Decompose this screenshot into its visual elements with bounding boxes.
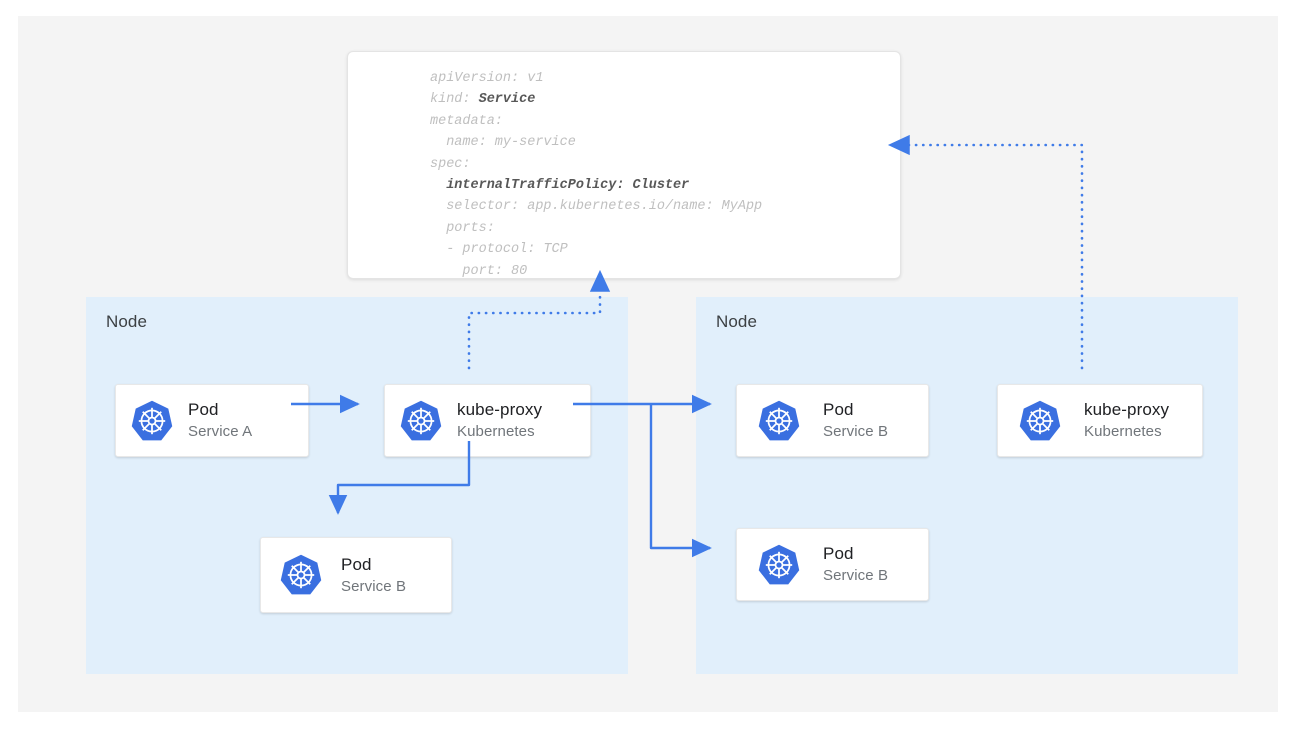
card-subtitle: Service B — [823, 423, 889, 440]
kubernetes-logo-icon — [758, 544, 800, 584]
card-pod-service-b-remote-bottom[interactable]: Pod Service B — [736, 528, 929, 601]
card-title: Pod — [823, 400, 854, 419]
card-title: Pod — [188, 400, 219, 419]
card-title: Pod — [341, 554, 372, 574]
yaml-line-selector: selector: app.kubernetes.io/name: MyApp — [430, 199, 763, 215]
card-title: Pod — [823, 544, 854, 563]
card-pod-service-a[interactable]: Pod Service A — [115, 384, 309, 457]
yaml-line-ports: ports: — [430, 220, 495, 236]
card-subtitle: Kubernetes — [457, 423, 535, 440]
node-panel-right: Node — [696, 297, 1238, 674]
yaml-line-internaltrafficpolicy: internalTrafficPolicy: Cluster — [430, 178, 690, 194]
card-title: kube-proxy — [457, 400, 543, 419]
node-panel-left: Node — [86, 297, 628, 674]
card-subtitle: Service A — [188, 423, 253, 440]
yaml-line-metadata: metadata: — [430, 113, 503, 129]
service-manifest-card: apiVersion: v1 kind: Service metadata: n… — [347, 51, 901, 279]
card-kube-proxy-right[interactable]: kube-proxy Kubernetes — [997, 384, 1203, 457]
kubernetes-logo-icon — [758, 400, 800, 440]
yaml-line-spec: spec: — [430, 156, 471, 172]
yaml-line-port: port: 80 — [430, 263, 528, 279]
node-label: Node — [716, 312, 758, 331]
kubernetes-logo-icon — [400, 400, 442, 440]
card-pod-service-b-local[interactable]: Pod Service B — [260, 537, 452, 613]
diagram-canvas: apiVersion: v1 kind: Service metadata: n… — [18, 16, 1278, 712]
card-kube-proxy-left[interactable]: kube-proxy Kubernetes — [384, 384, 591, 457]
card-pod-service-b-remote-top[interactable]: Pod Service B — [736, 384, 929, 457]
kubernetes-logo-icon — [1019, 400, 1061, 440]
yaml-line-kind: kind: Service — [430, 92, 536, 108]
node-label: Node — [106, 312, 148, 331]
yaml-line-protocol: - protocol: TCP — [430, 242, 568, 258]
card-title: kube-proxy — [1084, 400, 1170, 419]
card-subtitle: Kubernetes — [1084, 423, 1162, 440]
service-manifest-code: apiVersion: v1 kind: Service metadata: n… — [430, 68, 763, 279]
kubernetes-logo-icon — [280, 554, 322, 595]
yaml-line-name: name: my-service — [430, 135, 576, 151]
card-subtitle: Service B — [341, 577, 407, 595]
yaml-line-apiversion: apiVersion: v1 — [430, 71, 544, 86]
card-subtitle: Service B — [823, 567, 889, 584]
kubernetes-logo-icon — [131, 400, 173, 440]
